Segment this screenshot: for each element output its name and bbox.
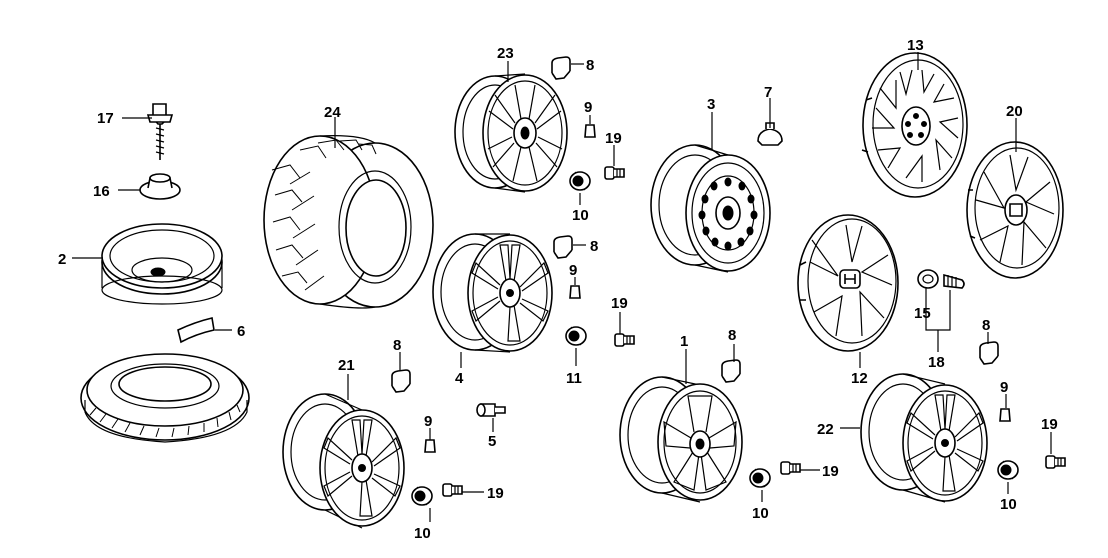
callout-19d: 19 [822,463,839,480]
clip-9c [424,439,436,453]
callout-10a: 10 [572,207,589,224]
callout-3: 3 [707,96,715,113]
spare-tire [80,353,250,443]
clip-9d [999,408,1011,422]
callout-20: 20 [1006,103,1023,120]
wheel-cover-13 [861,52,968,198]
nut-10c [749,468,771,488]
wheel-cover-12 [797,214,899,352]
callout-8b: 8 [590,238,598,255]
callout-10d: 10 [1000,496,1017,513]
callout-10b: 10 [414,525,431,542]
spare-wheel [101,223,223,305]
bolt-19c [442,483,463,497]
clip-9a [584,124,596,138]
valve-set-18 [917,269,965,289]
callout-22: 22 [817,421,834,438]
nut-11 [565,326,587,346]
callout-9b: 9 [569,262,577,279]
callout-19e: 19 [1041,416,1058,433]
clip-9b [569,285,581,299]
callout-2: 2 [58,251,66,268]
spare-hold-nut [139,173,181,200]
callout-labels: 17 16 2 6 24 23 8 9 19 10 3 7 13 20 8 9 … [58,37,1058,542]
callout-6: 6 [237,323,245,340]
alloy-wheel-21 [282,393,405,529]
callout-7: 7 [764,84,772,101]
callout-4: 4 [455,370,464,387]
steel-wheel-3 [650,144,771,273]
callout-8a: 8 [586,57,594,74]
callout-11: 11 [566,370,582,387]
tire [263,135,434,309]
callout-8c: 8 [393,337,401,354]
callout-15: 15 [914,305,931,322]
callout-10c: 10 [752,505,769,522]
callout-21: 21 [338,357,355,374]
callout-5: 5 [488,433,496,450]
balance-weight-8e [979,341,999,365]
callout-8e: 8 [982,317,990,334]
bolt-19a [604,166,625,180]
callout-8d: 8 [728,327,736,344]
label-sticker [177,317,215,344]
alloy-wheel-22 [860,373,988,503]
callout-19b: 19 [611,295,628,312]
callout-23: 23 [497,45,514,62]
callout-9c: 9 [424,413,432,430]
callout-9a: 9 [584,99,592,116]
balance-weight-8c [391,369,411,393]
callout-19a: 19 [605,130,622,147]
bolt-19b [614,333,635,347]
callout-19c: 19 [487,485,504,502]
callout-18: 18 [928,354,945,371]
balance-weight-8d [721,359,741,383]
callout-12: 12 [851,370,868,387]
valve-5 [476,403,506,417]
callout-24: 24 [324,104,341,121]
callout-9d: 9 [1000,379,1008,396]
callout-16: 16 [93,183,110,200]
spare-hold-bolt [146,103,174,160]
alloy-wheel-4 [432,233,553,353]
callout-1: 1 [680,333,688,350]
alloy-wheel-1 [619,376,743,503]
callout-13: 13 [907,37,924,54]
nut-10b [411,486,433,506]
balance-weight-8a [551,56,571,80]
alloy-wheel-23 [454,73,568,193]
callout-17: 17 [97,110,114,127]
leader-lines [72,52,1052,522]
wheel-cover-20 [966,141,1064,279]
bolt-19d [780,461,801,475]
nut-10d [997,460,1019,480]
balance-weight-8b [553,235,573,259]
nut-10a [569,171,591,191]
bolt-19e [1045,455,1066,469]
